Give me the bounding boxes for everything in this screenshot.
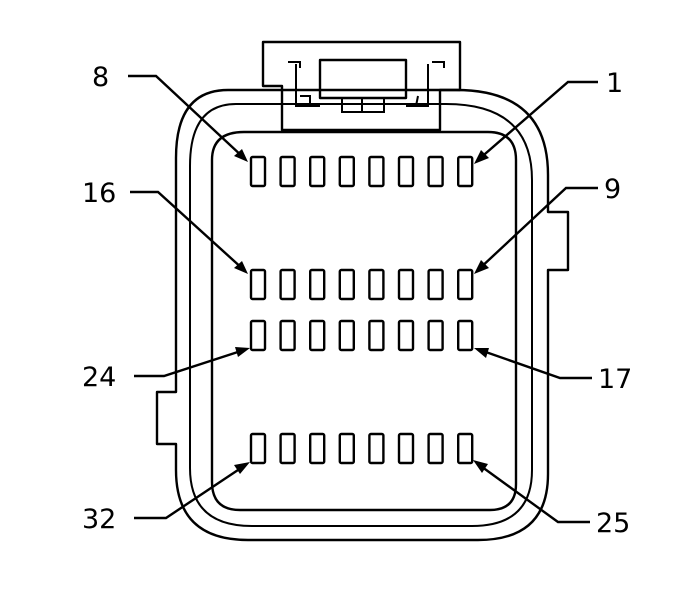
arrowhead-pin-1 bbox=[474, 150, 489, 164]
pin-terminal-13 bbox=[338, 268, 355, 301]
pin-terminal-25 bbox=[457, 432, 474, 465]
arrowhead-pin-9 bbox=[474, 260, 489, 274]
pin-terminal-1 bbox=[457, 155, 474, 188]
pin-terminal-5 bbox=[338, 155, 355, 188]
pin-terminal-3 bbox=[397, 155, 415, 188]
leader-pin-16 bbox=[130, 190, 245, 271]
label-pin-32: 32 bbox=[82, 504, 116, 535]
pin-terminal-9 bbox=[457, 268, 474, 301]
pin-terminal-29 bbox=[338, 432, 355, 465]
pin-terminal-12 bbox=[368, 268, 385, 301]
latch-outer bbox=[261, 40, 462, 132]
pin-terminal-2 bbox=[427, 155, 444, 188]
pin-terminal-19 bbox=[397, 319, 415, 352]
pin-terminal-22 bbox=[309, 319, 326, 352]
latch-inner-detail bbox=[295, 64, 429, 113]
pin-terminal-16 bbox=[249, 268, 267, 301]
pin-terminal-21 bbox=[338, 319, 355, 352]
pin-terminal-28 bbox=[368, 432, 385, 465]
pin-terminal-31 bbox=[279, 432, 296, 465]
housing-middle-contour bbox=[189, 103, 533, 527]
leader-pin-24 bbox=[134, 348, 245, 378]
pin-terminal-26 bbox=[427, 432, 444, 465]
label-pin-25: 25 bbox=[596, 508, 630, 539]
arrowhead-pin-25 bbox=[473, 460, 488, 473]
arrowhead-pin-16 bbox=[234, 261, 248, 274]
pin-terminal-6 bbox=[309, 155, 326, 188]
pin-terminal-17 bbox=[457, 319, 474, 352]
leader-pin-1 bbox=[477, 80, 598, 161]
connector-housing bbox=[155, 40, 570, 542]
leader-pin-17 bbox=[479, 348, 592, 380]
arrowhead-pin-17 bbox=[474, 348, 489, 358]
pin-terminal-15 bbox=[279, 268, 296, 301]
label-pin-1: 1 bbox=[606, 68, 623, 99]
label-pin-16: 16 bbox=[82, 178, 116, 209]
pin-grid bbox=[249, 155, 474, 465]
pin-terminal-11 bbox=[397, 268, 415, 301]
pin-terminal-24 bbox=[249, 319, 267, 352]
leader-pin-9 bbox=[477, 186, 598, 271]
label-pin-24: 24 bbox=[82, 362, 116, 393]
latch-tab bbox=[318, 58, 408, 100]
label-pin-9: 9 bbox=[604, 174, 621, 205]
pin-terminal-20 bbox=[368, 319, 385, 352]
pin-terminal-7 bbox=[279, 155, 296, 188]
pin-terminal-10 bbox=[427, 268, 444, 301]
pin-terminal-4 bbox=[368, 155, 385, 188]
pin-terminal-32 bbox=[249, 432, 267, 465]
arrowhead-pin-32 bbox=[234, 462, 250, 474]
latch-side-left bbox=[288, 61, 445, 68]
pin-terminal-18 bbox=[427, 319, 444, 352]
housing-inner-cavity bbox=[210, 130, 518, 512]
pin-labels: 8 1 16 9 24 17 32 25 bbox=[82, 62, 632, 539]
pin-terminal-8 bbox=[249, 155, 267, 188]
pin-terminal-14 bbox=[309, 268, 326, 301]
arrowhead-pin-8 bbox=[234, 149, 248, 162]
label-pin-8: 8 bbox=[92, 62, 109, 93]
pin-terminal-30 bbox=[309, 432, 326, 465]
label-pin-17: 17 bbox=[598, 364, 632, 395]
leader-pin-8 bbox=[128, 74, 245, 159]
arrowhead-pin-24 bbox=[235, 347, 250, 357]
pin-terminal-23 bbox=[279, 319, 296, 352]
leader-pin-25 bbox=[477, 463, 590, 524]
leader-pin-32 bbox=[134, 465, 245, 520]
pin-terminal-27 bbox=[397, 432, 415, 465]
housing-outer-shell bbox=[155, 88, 570, 542]
